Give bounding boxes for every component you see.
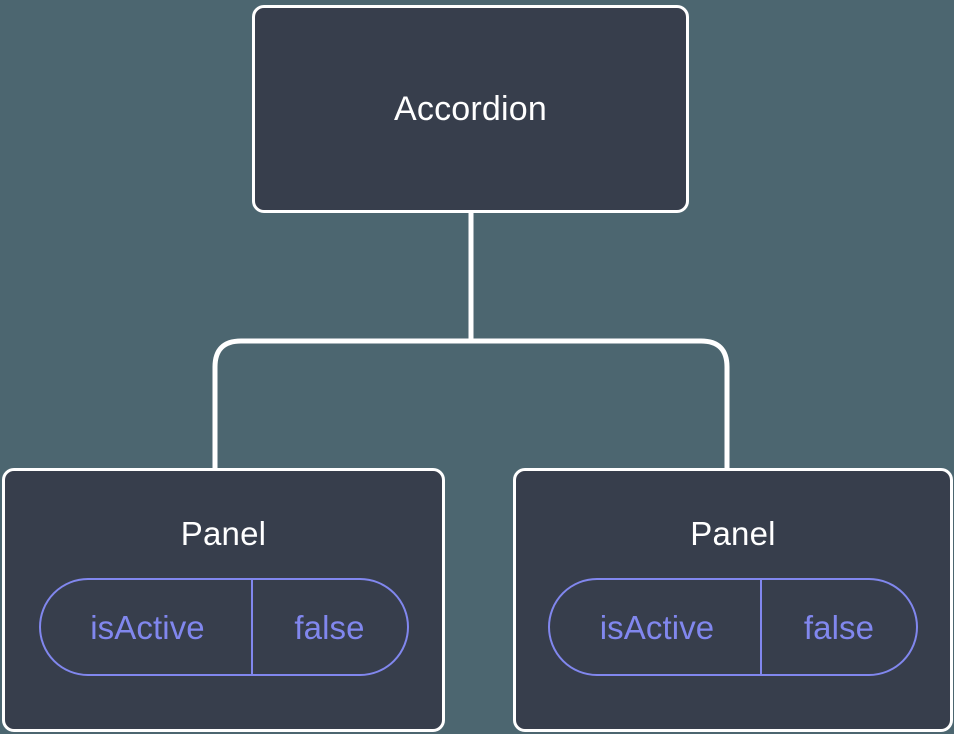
node-panel-right[interactable]: Panel isActive false [513,468,953,732]
node-accordion-label: Accordion [394,90,547,128]
prop-value-isactive-left: false [250,580,407,674]
node-accordion[interactable]: Accordion [252,5,689,213]
prop-value-isactive-right: false [760,580,916,674]
edge-to-panel-right [471,338,730,470]
node-panel-left[interactable]: Panel isActive false [2,468,445,732]
node-panel-right-label: Panel [690,515,776,552]
edge-to-panel-left [212,338,471,470]
prop-pill-right[interactable]: isActive false [548,578,918,676]
prop-pill-left[interactable]: isActive false [38,578,409,676]
node-panel-left-label: Panel [180,515,267,552]
prop-key-isactive-right: isActive [599,608,715,646]
prop-key-isactive-left: isActive [90,608,205,646]
